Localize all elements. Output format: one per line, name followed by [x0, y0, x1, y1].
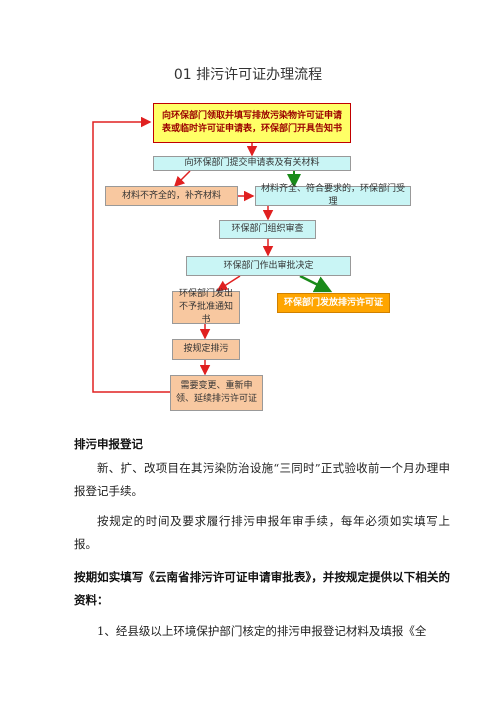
paragraph-annual-review: 按规定的时间及要求履行排污申报年审手续，每年必须如实填写上报。 [74, 514, 450, 551]
flow-step-obtain-form: 向环保部门领取并填写排放污染物许可证申请表或临时许可证申请表，环保部门开具告知书 [153, 103, 351, 143]
flow-step-reject-notice: 环保部门发出不予批准通知书 [172, 289, 240, 325]
arrow-decision-issue [299, 274, 333, 293]
page-title: 01 排污许可证办理流程 [173, 67, 323, 83]
flow-step-submit: 向环保部门提交申请表及有关材料 [153, 156, 351, 171]
heading-registration: 排污申报登记 [74, 437, 143, 451]
flow-step-incomplete: 材料不齐全的，补齐材料 [105, 186, 238, 206]
arrow-step2-incomplete [173, 170, 191, 188]
arrow-renew-loop [92, 116, 170, 393]
paragraph-item-1: 1、经县级以上环境保护部门核定的排污申报登记材料及填报《全 [97, 624, 427, 638]
paragraph-new-projects: 新、扩、改项目在其污染防治设施“三同时”正式验收前一个月办理申报登记手续。 [74, 461, 450, 498]
arrow-decision-reject [216, 275, 241, 291]
flow-step-decision: 环保部门作出审批决定 [186, 256, 351, 276]
flow-step-renew: 需要变更、重新申领、延续排污许可证 [170, 375, 263, 411]
flow-step-review: 环保部门组织审查 [219, 220, 316, 239]
heading-application-form: 按期如实填写《云南省排污许可证申请审批表》，并按规定提供以下相关的资料： [74, 570, 450, 607]
flow-step-discharge: 按规定排污 [172, 339, 240, 360]
flow-connectors [92, 116, 333, 393]
flow-step-issue-permit: 环保部门发放排污许可证 [277, 293, 390, 313]
flow-step-accepted: 材料齐全、符合要求的，环保部门受理 [255, 184, 411, 207]
